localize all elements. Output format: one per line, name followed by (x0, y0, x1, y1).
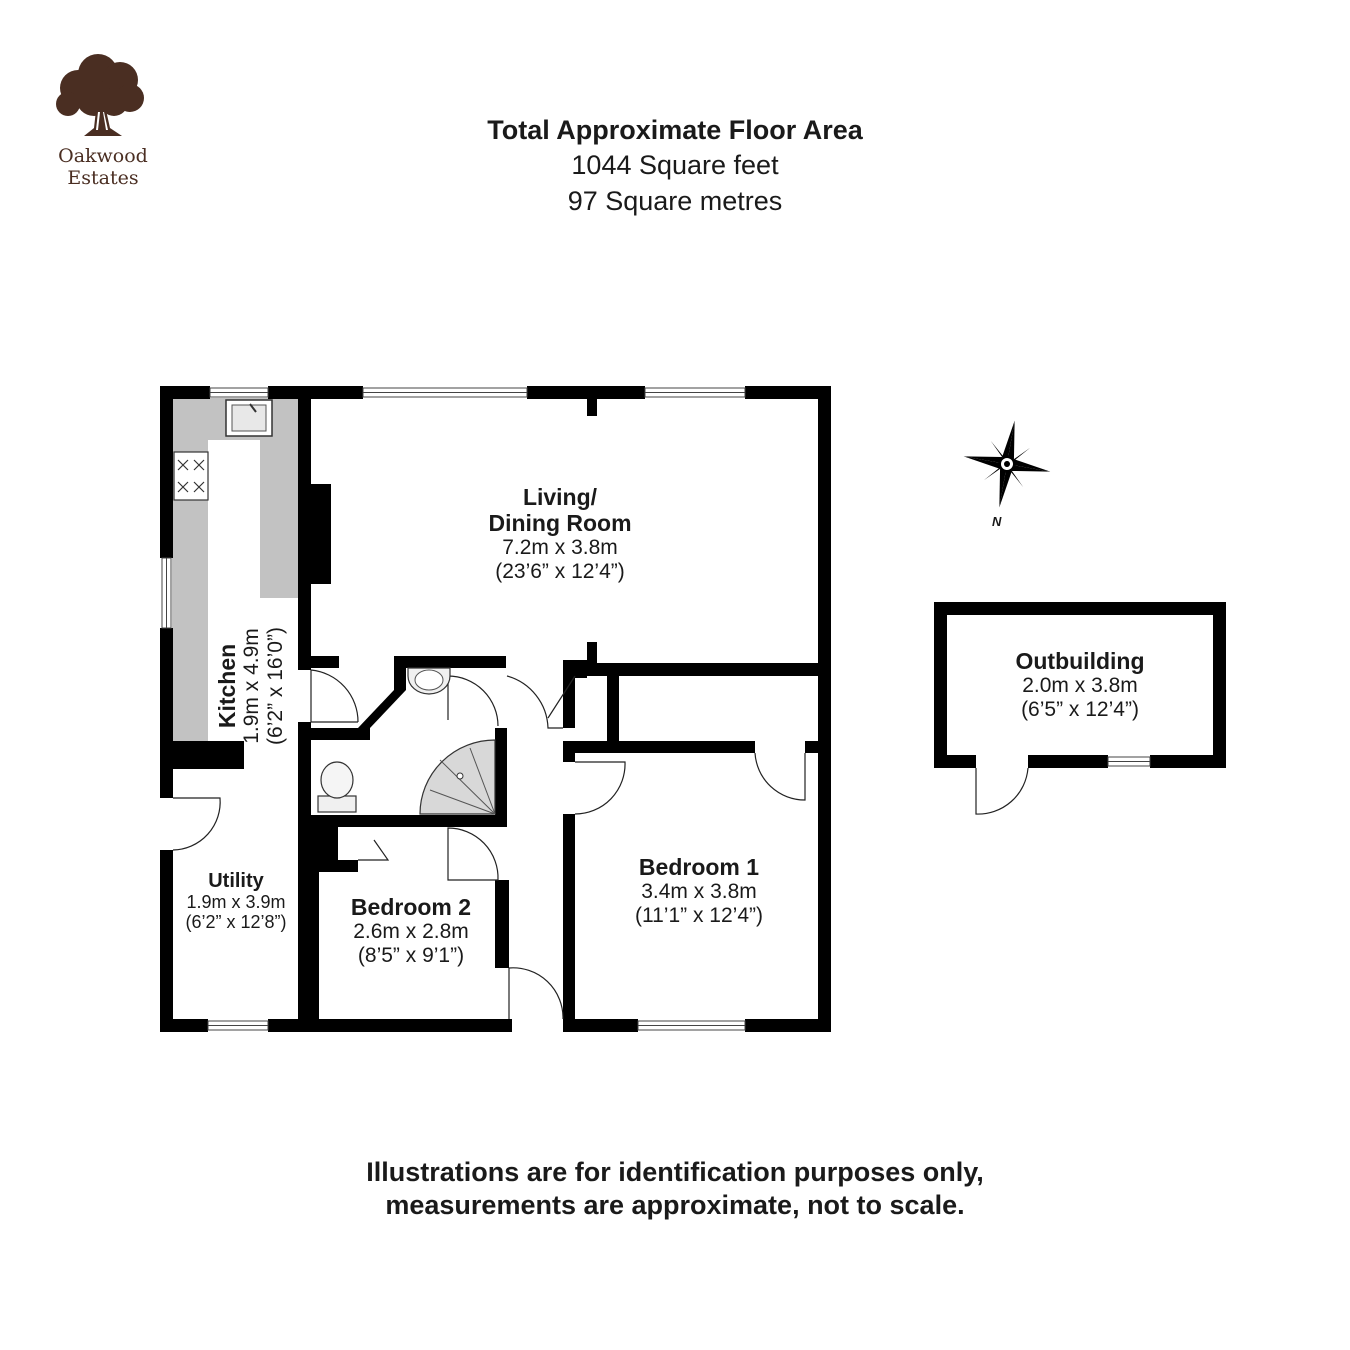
disclaimer-line2: measurements are approximate, not to sca… (385, 1190, 965, 1220)
oak-tree-icon (56, 54, 144, 136)
room-bedroom2: Bedroom 2 2.6m x 2.8m (8’5” x 9’1”) (318, 894, 504, 968)
brand-name-line1: Oakwood (58, 145, 148, 167)
room-imperial: (11’1” x 12’4”) (635, 904, 763, 927)
room-metric: 1.9m x 3.9m (186, 892, 286, 912)
room-imperial: (23’6” x 12’4”) (495, 560, 625, 583)
disclaimer: Illustrations are for identification pur… (275, 1156, 1075, 1222)
room-utility: Utility 1.9m x 3.9m (6’2” x 12’8”) (166, 870, 306, 932)
room-name: Kitchen (214, 643, 240, 729)
floor-area-title: Total Approximate Floor Area (487, 115, 863, 145)
room-imperial: (6’5” x 12’4”) (1021, 698, 1139, 721)
doors (172, 669, 806, 1020)
room-metric: 2.0m x 3.8m (1022, 674, 1138, 697)
outbuilding-door (975, 767, 1029, 815)
room-name: Living/ Dining Room (488, 484, 632, 536)
room-name: Utility (208, 870, 264, 892)
brand-name-line2: Estates (67, 167, 139, 189)
room-metric: 2.6m x 2.8m (353, 920, 469, 943)
room-metric: 1.9m x 4.9m (240, 628, 263, 744)
outbuilding-window (1107, 756, 1151, 767)
room-metric: 7.2m x 3.8m (502, 536, 618, 559)
toilet-icon (317, 761, 357, 813)
shower-icon (419, 739, 496, 815)
room-imperial: (8’5” x 9’1”) (357, 944, 465, 967)
room-name: Bedroom 1 (638, 854, 760, 880)
floor-area-header: Total Approximate Floor Area 1044 Square… (375, 113, 975, 219)
disclaimer-line1: Illustrations are for identification pur… (366, 1157, 984, 1187)
room-metric: 3.4m x 3.8m (641, 880, 757, 903)
basin-icon (407, 667, 451, 695)
windows (161, 387, 746, 1031)
room-name: Bedroom 2 (350, 894, 472, 920)
room-outbuilding: Outbuilding 2.0m x 3.8m (6’5” x 12’4”) (970, 648, 1190, 722)
kitchen-sink-icon (225, 399, 273, 437)
compass-north-label: N (992, 514, 1002, 529)
hob-icon (173, 451, 209, 501)
outbuilding-walls (934, 602, 1226, 768)
room-name: Outbuilding (1015, 648, 1145, 674)
room-kitchen: Kitchen 1.9m x 4.9m (6’2” x 16’0”) (214, 566, 288, 806)
floor-area-sqm: 97 Square metres (567, 186, 783, 216)
brand-logo: Oakwood Estates (48, 50, 158, 189)
compass-rose-icon (963, 420, 1051, 508)
room-imperial: (6’2” x 12’8”) (185, 912, 287, 932)
room-bedroom1: Bedroom 1 3.4m x 3.8m (11’1” x 12’4”) (590, 854, 808, 928)
walls (160, 386, 831, 1032)
room-living: Living/ Dining Room 7.2m x 3.8m (23’6” x… (440, 484, 680, 584)
floor-area-sqft: 1044 Square feet (571, 150, 779, 180)
room-imperial: (6’2” x 16’0”) (264, 627, 287, 745)
